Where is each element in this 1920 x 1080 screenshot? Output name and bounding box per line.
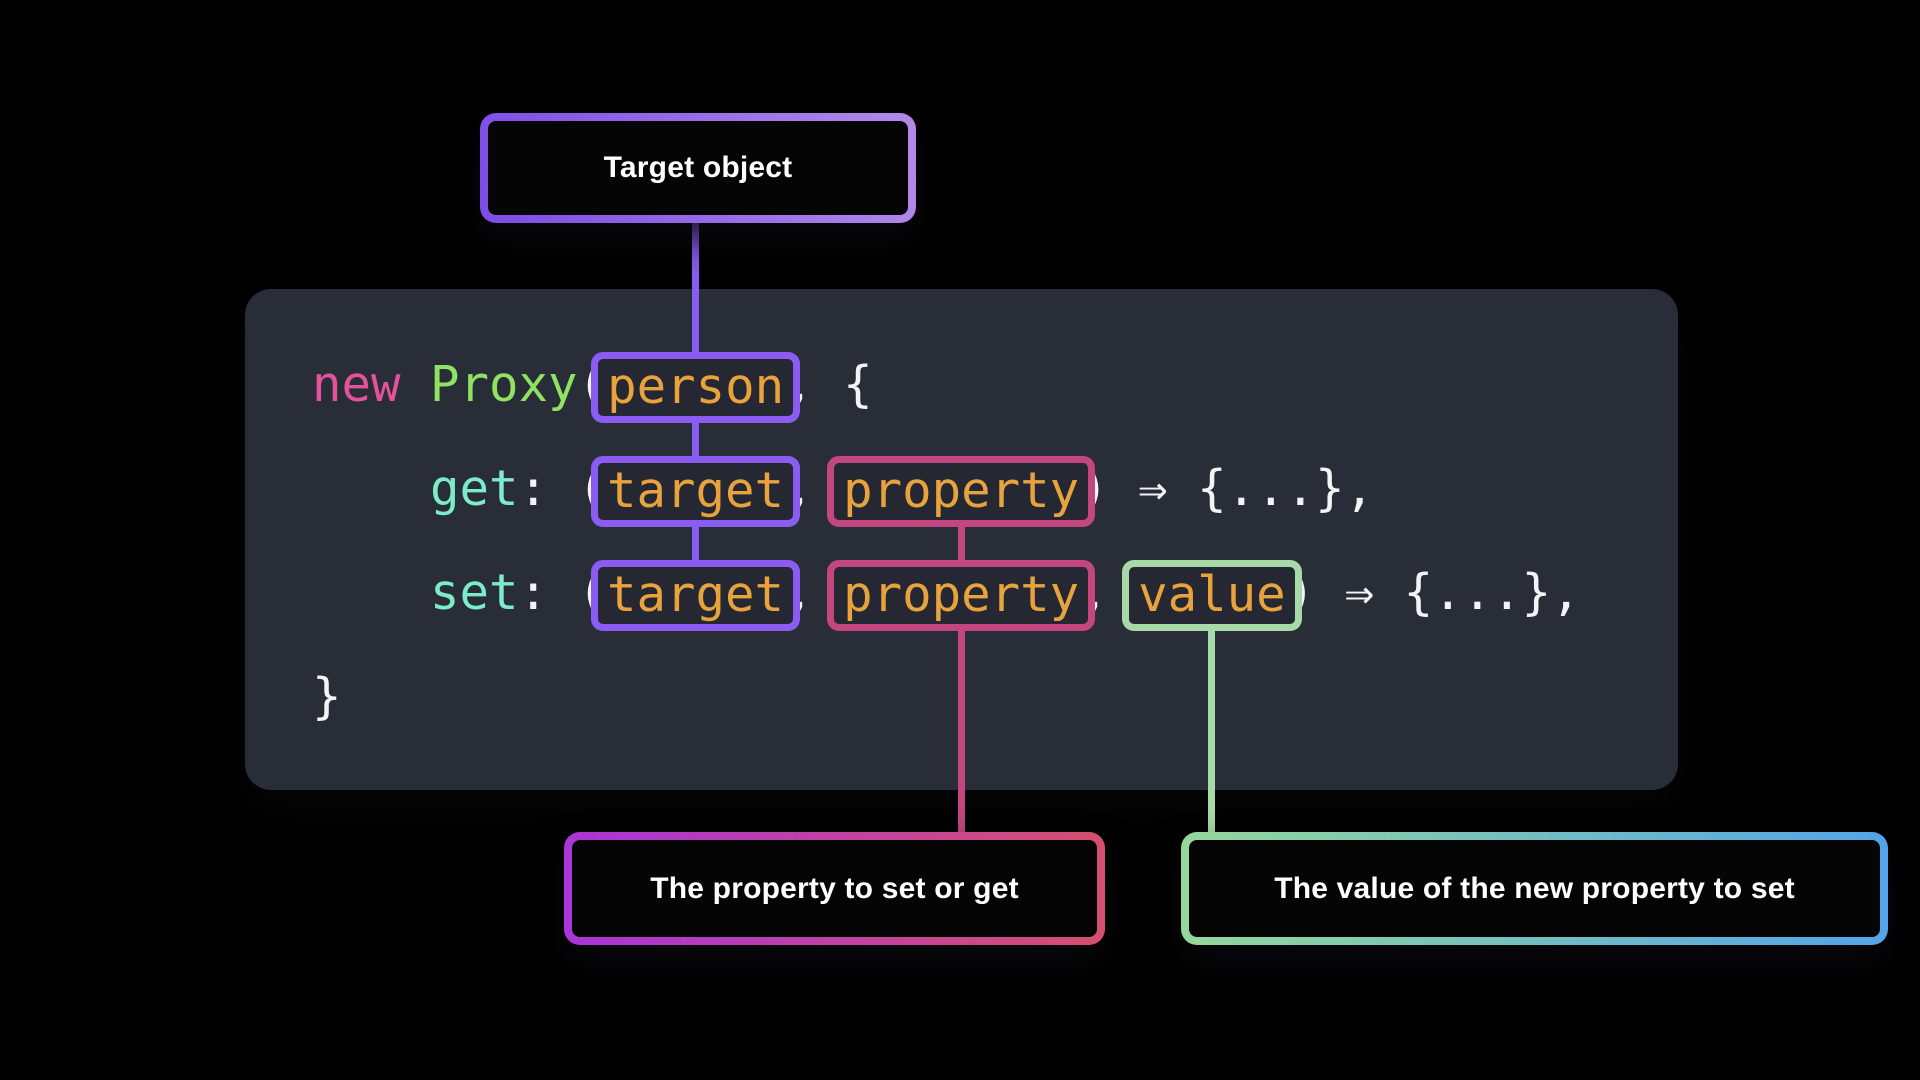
code-token: ) ⇒ {...},: [1285, 564, 1581, 621]
label-property-text: The property to set or get: [650, 871, 1019, 905]
code-block: new Proxy(person, { get: (target, proper…: [245, 289, 1678, 790]
token-box-person: person: [591, 352, 801, 423]
code-token: [312, 460, 430, 517]
code-line: new Proxy(person, {: [312, 333, 1678, 437]
code-token: }: [312, 668, 342, 725]
token-box-set-property: property: [827, 560, 1096, 631]
code-token: new: [312, 356, 401, 413]
code-token: set: [430, 564, 519, 621]
label-property: The property to set or get: [564, 832, 1105, 945]
code-token: get: [430, 460, 519, 517]
code-token: [401, 356, 431, 413]
token-box-set-target: target: [591, 560, 801, 631]
code-token: [312, 564, 430, 621]
code-line: }: [312, 645, 1678, 749]
code-token: Proxy: [430, 356, 578, 413]
property-connector-line: [957, 491, 965, 846]
label-target-object-text: Target object: [603, 151, 793, 184]
code-token: ) ⇒ {...},: [1079, 460, 1375, 517]
value-connector-line: [1208, 595, 1216, 846]
label-value: The value of the new property to set: [1181, 832, 1888, 945]
token-box-set-value: value: [1122, 560, 1302, 631]
code-line: set: (target, property, value) ⇒ {...},: [312, 541, 1678, 645]
token-box-get-target: target: [591, 456, 801, 527]
label-value-text: The value of the new property to set: [1274, 871, 1795, 905]
label-target-object: Target object: [480, 113, 916, 223]
code-line: get: (target, property) ⇒ {...},: [312, 437, 1678, 541]
token-box-get-property: property: [827, 456, 1096, 527]
